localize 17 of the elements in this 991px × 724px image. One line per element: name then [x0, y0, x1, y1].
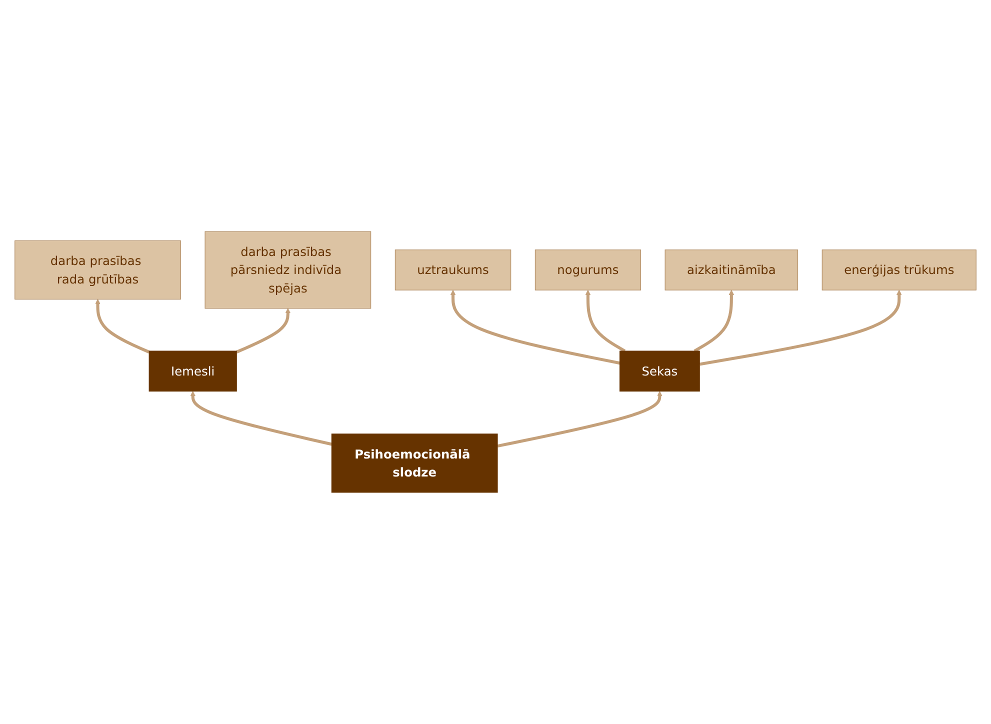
arrow — [190, 391, 332, 446]
node-box: darba prasības rada grūtības — [14, 240, 181, 300]
node-box: Iemesli — [148, 350, 237, 392]
node-box: darba prasības pārsniedz indivīda spējas — [204, 231, 372, 309]
arrow — [236, 308, 291, 354]
arrow — [497, 391, 662, 448]
arrow — [95, 298, 150, 354]
arrow — [450, 290, 620, 365]
node-box: uztraukums — [394, 250, 512, 290]
node-box: nogurums — [534, 250, 641, 290]
node-box: enerģijas trūkums — [822, 250, 976, 290]
node-box: Psihoemocionālā slodze — [331, 434, 498, 493]
arrow — [585, 290, 626, 352]
node-box: Sekas — [620, 350, 700, 392]
node-box: aizkaitināmība — [664, 250, 798, 290]
arrow — [694, 290, 734, 352]
arrow — [699, 290, 902, 366]
